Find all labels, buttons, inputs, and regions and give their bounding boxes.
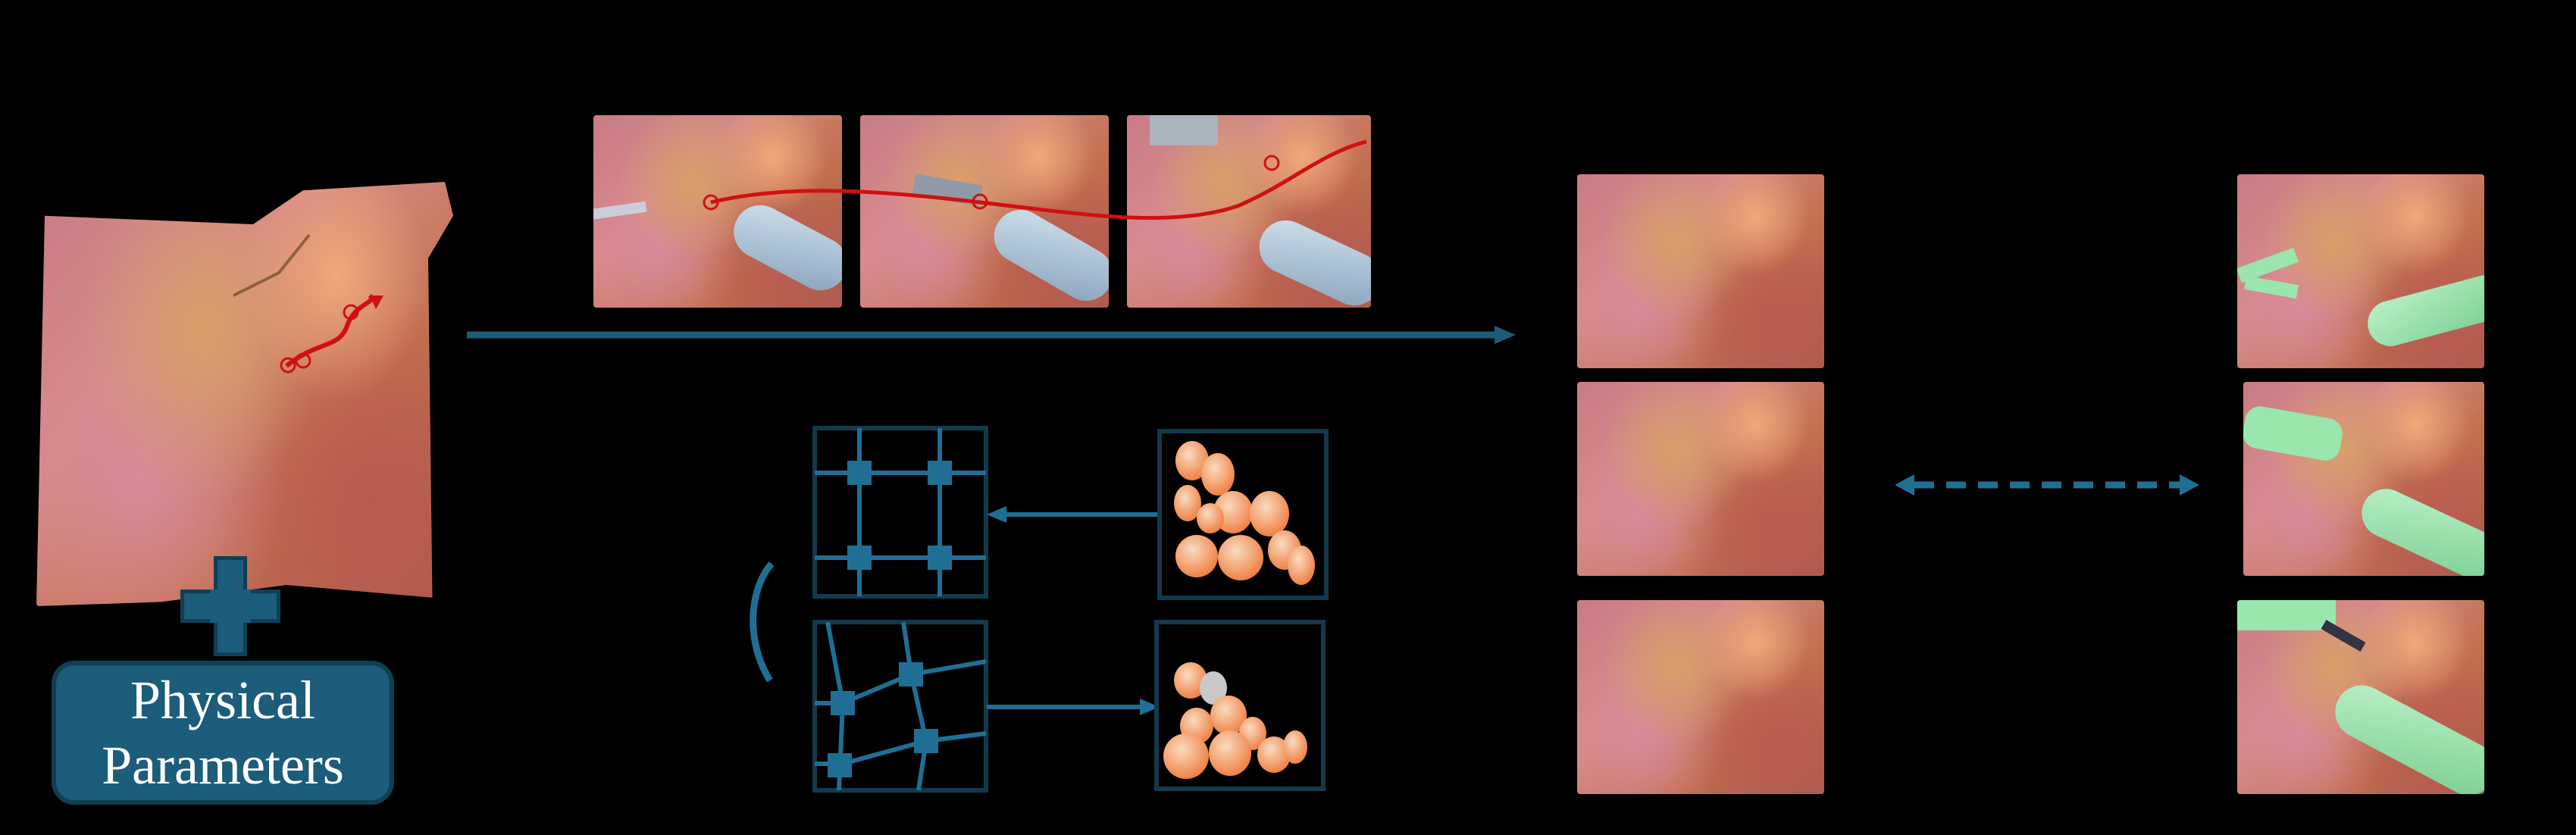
physical-parameters-line1: Physical: [130, 670, 315, 730]
arrow-right-icon: [467, 326, 1516, 344]
arrow-left-icon: [987, 506, 1160, 523]
physical-parameters-line2: Parameters: [102, 735, 344, 796]
trajectory-frame-1: [593, 115, 842, 308]
tissue-3d-model: [36, 182, 453, 606]
trajectory-curve: [703, 139, 1367, 220]
double-headed-dashed-arrow-icon: [1895, 474, 2199, 496]
particle-cluster-deformed-icon: [1154, 620, 1326, 791]
arrow-right-small-icon: [987, 699, 1160, 715]
plus-icon: [180, 556, 280, 656]
physical-parameters-box: Physical Parameters: [52, 661, 394, 805]
rendered-frame-2: [1577, 382, 1824, 576]
trajectory-arrowhead: [370, 296, 383, 309]
tool-frame-2: [2243, 382, 2484, 576]
regular-grid-icon: [812, 426, 988, 599]
deformed-grid-icon: [812, 620, 988, 793]
tool-frame-1: [2237, 174, 2484, 368]
tool-frame-3: [2237, 600, 2484, 794]
rendered-frame-1: [1577, 174, 1824, 368]
rendered-frame-3: [1577, 600, 1824, 794]
particle-cluster-icon: [1157, 429, 1329, 600]
trajectory-frame-3: [1127, 115, 1371, 308]
tissue-trajectory-overlay: [233, 233, 383, 374]
curved-arrow-icon: [750, 561, 775, 683]
